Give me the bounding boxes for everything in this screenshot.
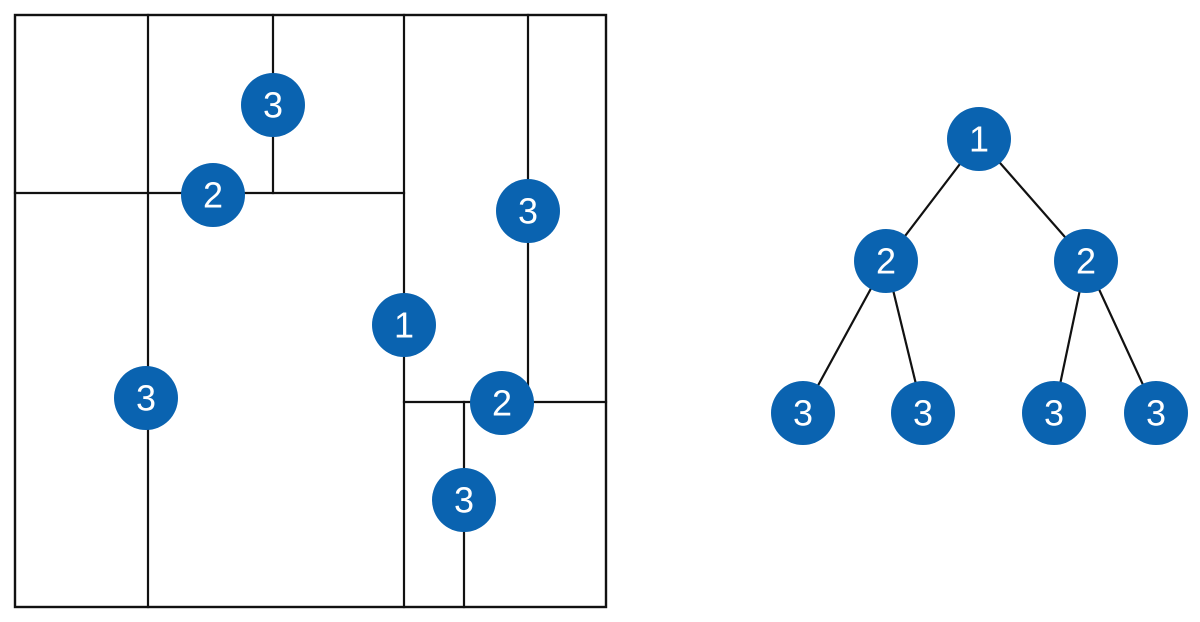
tree-node-level-2: 2 — [1054, 229, 1118, 293]
partition-node-label: 3 — [136, 378, 156, 419]
partition-node: 1 — [372, 293, 436, 357]
partition-node-circle — [114, 366, 178, 430]
tree-node-label: 2 — [1076, 241, 1096, 282]
partition-node-label: 2 — [203, 175, 223, 216]
tree-node-circle — [1054, 229, 1118, 293]
partition-node-circle — [181, 163, 245, 227]
partition-node: 2 — [181, 163, 245, 227]
partition-frame — [13, 13, 608, 609]
tree-node-level-3: 3 — [891, 381, 955, 445]
partition-node-circle — [372, 293, 436, 357]
partition-node: 3 — [496, 179, 560, 243]
partition-node: 3 — [432, 468, 496, 532]
partition-node-circle — [241, 73, 305, 137]
partition-node: 3 — [114, 366, 178, 430]
tree-node-level-3: 3 — [1022, 381, 1086, 445]
tree-node-circle — [891, 381, 955, 445]
partition-node-label: 3 — [518, 191, 538, 232]
tree-node-circle — [1124, 381, 1188, 445]
partition-diagram: 3 2 3 1 3 2 3 — [13, 13, 608, 609]
tree-diagram: 1 2 2 3 3 3 3 — [771, 107, 1188, 445]
tree-node-label: 1 — [969, 119, 989, 160]
partition-node-label: 3 — [263, 85, 283, 126]
partition-node: 2 — [470, 371, 534, 435]
tree-node-level-3: 3 — [771, 381, 835, 445]
partition-node-circle — [432, 468, 496, 532]
tree-node-circle — [947, 107, 1011, 171]
tree-node-circle — [1022, 381, 1086, 445]
tree-node-level-2: 2 — [854, 229, 918, 293]
tree-node-label: 3 — [1146, 393, 1166, 434]
partition-node-circle — [470, 371, 534, 435]
tree-node-label: 3 — [913, 393, 933, 434]
tree-node-level-3: 3 — [1124, 381, 1188, 445]
partition-node-label: 3 — [454, 480, 474, 521]
tree-node-label: 3 — [793, 393, 813, 434]
partition-node-circle — [496, 179, 560, 243]
partition-node: 3 — [241, 73, 305, 137]
tree-node-circle — [771, 381, 835, 445]
tree-node-circle — [854, 229, 918, 293]
tree-node-root: 1 — [947, 107, 1011, 171]
tree-node-label: 3 — [1044, 393, 1064, 434]
tree-node-label: 2 — [876, 241, 896, 282]
partition-node-label: 2 — [492, 383, 512, 424]
partition-node-label: 1 — [394, 305, 414, 346]
